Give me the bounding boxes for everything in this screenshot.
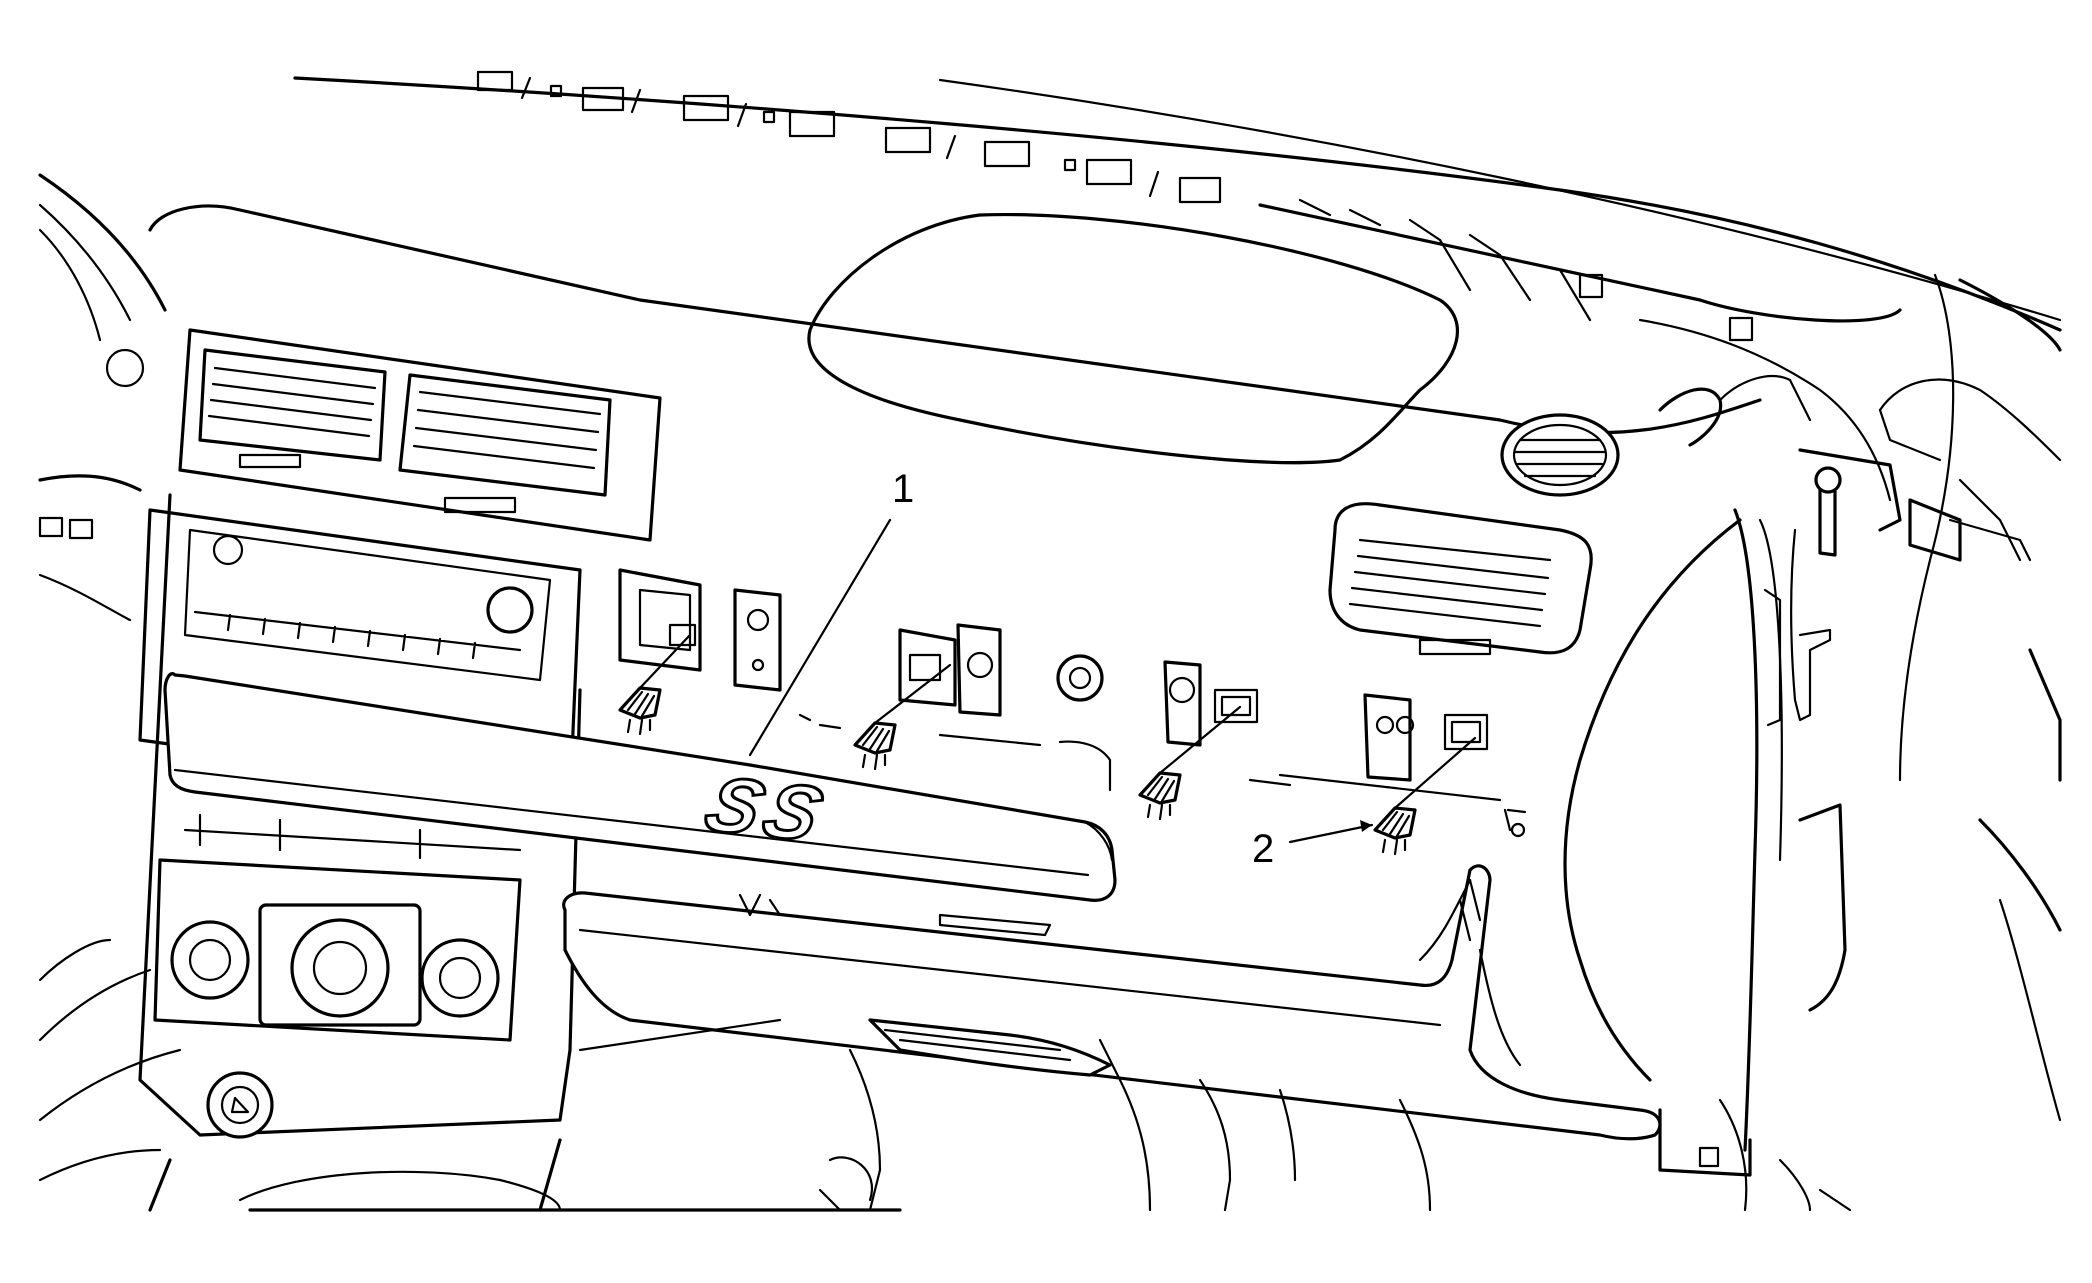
lower-console xyxy=(148,1071,902,1212)
clip xyxy=(618,633,692,736)
retainer-openings xyxy=(618,568,1527,838)
clip xyxy=(1138,705,1242,821)
clip xyxy=(853,663,952,771)
defroster-slots xyxy=(476,70,1222,204)
callout-1: 1 xyxy=(748,467,914,757)
windshield-edge xyxy=(293,76,2062,332)
airbag-lid xyxy=(807,212,1459,465)
retainer-clips xyxy=(618,633,1477,856)
clip xyxy=(1373,736,1477,856)
right-dash-upper xyxy=(1258,198,2062,782)
glove-box xyxy=(562,864,1662,1141)
right-center-vent xyxy=(1328,502,1593,656)
callout-2-label: 2 xyxy=(1252,827,1274,871)
callout-2: 2 xyxy=(1252,820,1374,871)
left-dash-structure xyxy=(38,173,182,1182)
center-stack xyxy=(138,493,582,1137)
ss-badge-text: SS xyxy=(695,761,838,858)
hvac-controls xyxy=(153,813,522,1042)
center-vents xyxy=(178,328,662,542)
callout-1-label: 1 xyxy=(892,467,914,511)
round-side-vent xyxy=(1500,413,1620,497)
lower-dash-structure xyxy=(578,1018,1852,1212)
right-end-panel xyxy=(1563,375,2062,1177)
instrument-panel-trim-panel xyxy=(163,672,1117,902)
